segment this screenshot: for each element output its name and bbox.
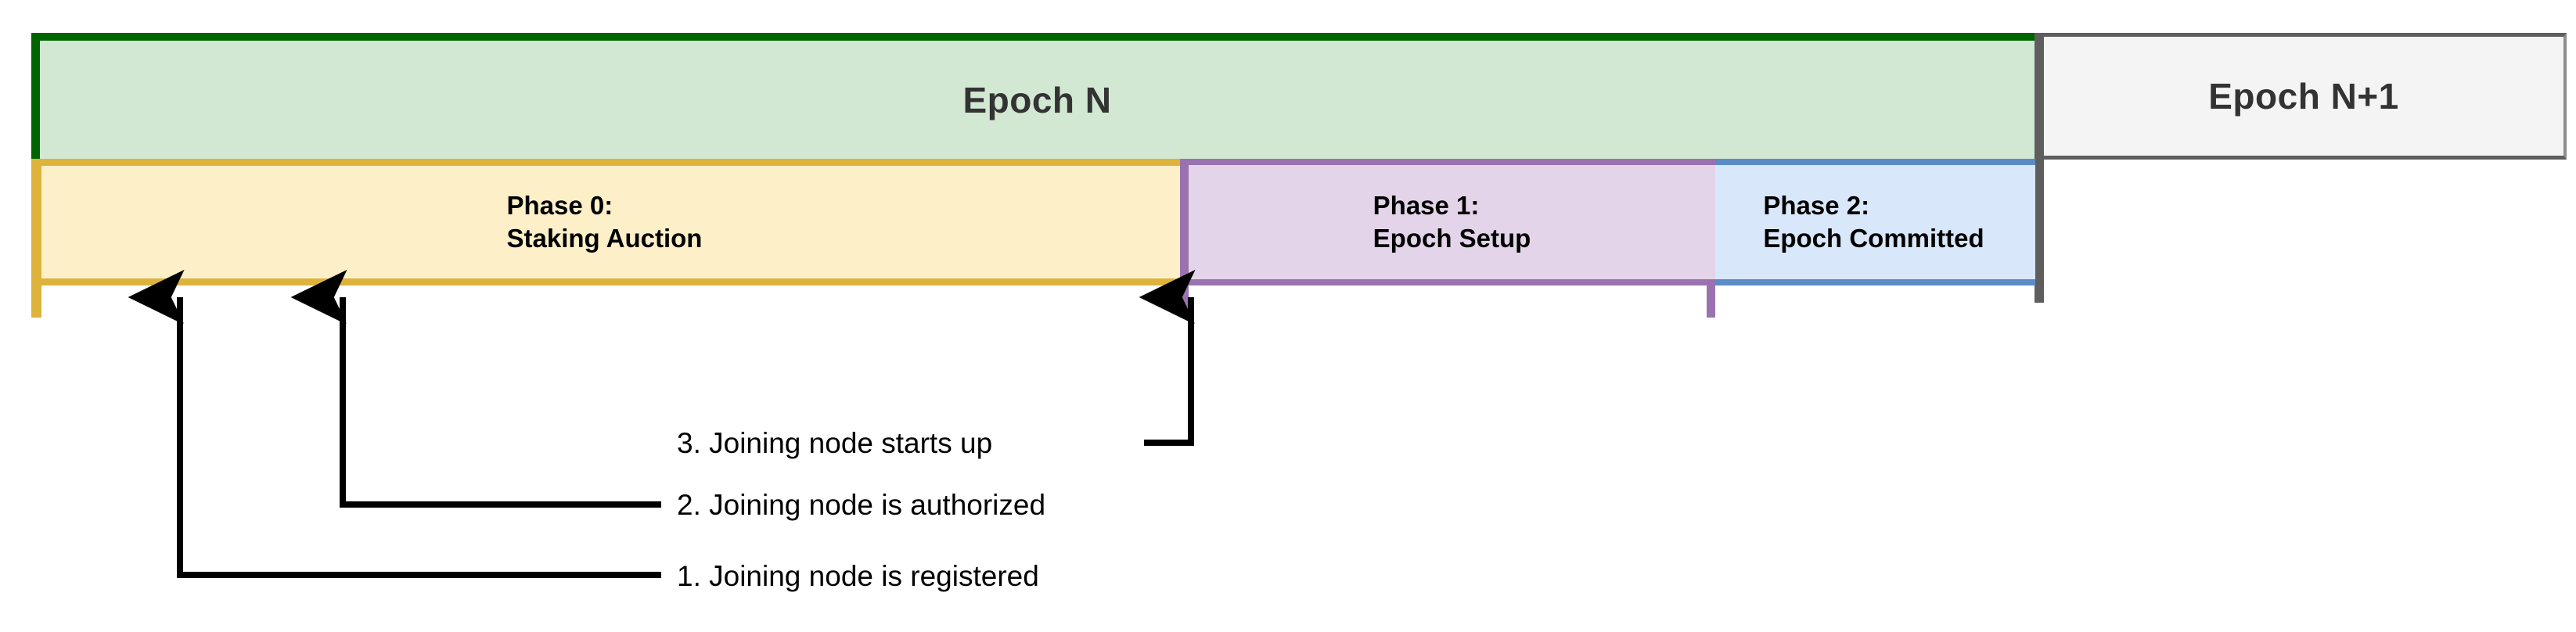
leader-line-1 (180, 297, 661, 578)
epoch-boundary-divider (2035, 33, 2044, 303)
phase-0-start-tick (31, 285, 41, 318)
phase-0-box: Phase 0: Staking Auction (31, 159, 1180, 285)
phase-2-box: Phase 2: Epoch Committed (1715, 159, 2035, 285)
epoch-n-plus-1-label: Epoch N+1 (2208, 76, 2399, 117)
epoch-n-label: Epoch N (962, 80, 1112, 120)
epoch-n-box: Epoch N (31, 33, 2044, 160)
phase-1-line-2: Epoch Setup (1373, 224, 1531, 253)
phase-1-label: Phase 1: Epoch Setup (1373, 189, 1531, 255)
annotation-3-label: 3. Joining node starts up (677, 427, 993, 459)
phase-1-start-tick (1180, 285, 1189, 318)
annotation-2-label: 2. Joining node is authorized (677, 489, 1046, 521)
phase-2-label: Phase 2: Epoch Committed (1763, 189, 1984, 255)
phase-2-line-1: Phase 2: (1763, 190, 1870, 220)
phase-0-line-2: Staking Auction (506, 224, 703, 253)
epoch-n-plus-1-box: Epoch N+1 (2044, 33, 2567, 160)
phase-2-start-tick (1707, 285, 1715, 318)
phase-0-line-1: Phase 0: (506, 190, 613, 220)
leader-line-2 (343, 297, 661, 508)
phase-2-line-2: Epoch Committed (1763, 224, 1984, 253)
phase-0-label: Phase 0: Staking Auction (507, 189, 703, 255)
leader-line-3 (1144, 297, 1191, 446)
phase-1-line-1: Phase 1: (1373, 190, 1480, 220)
phase-1-box: Phase 1: Epoch Setup (1180, 159, 1715, 285)
annotation-1-label: 1. Joining node is registered (677, 560, 1039, 592)
